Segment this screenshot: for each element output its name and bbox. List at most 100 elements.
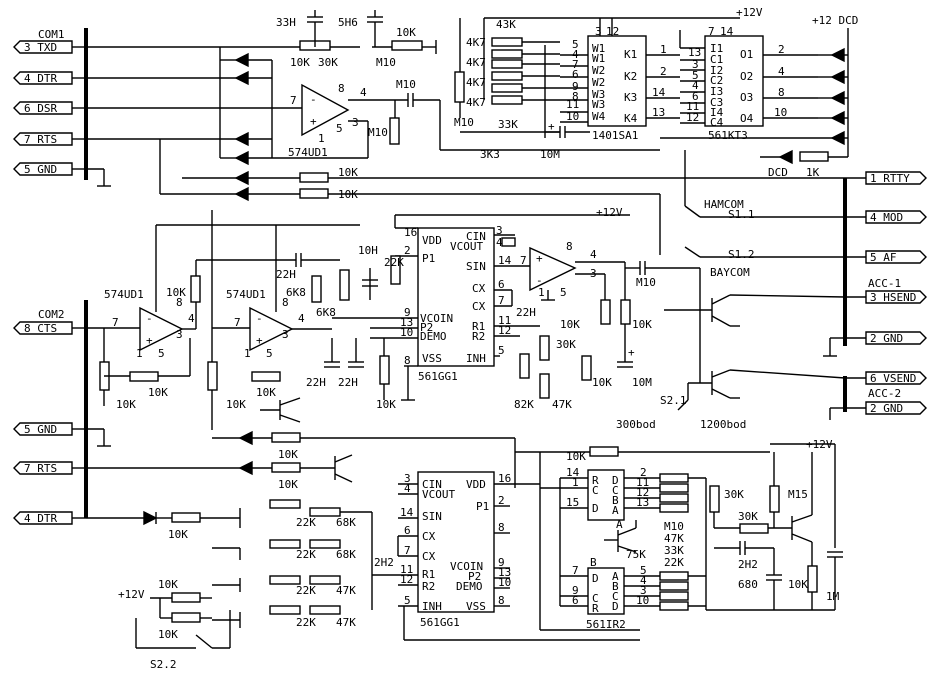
com1-connectors: COM1 3 TXD 4 DTR 6 DSR 7 RTS 5 GND <box>13 28 86 176</box>
svg-text:47K: 47K <box>552 398 572 411</box>
svg-text:+: + <box>256 334 263 347</box>
acc1-label: ACC-1 <box>868 277 901 290</box>
svg-text:VDD: VDD <box>422 234 442 247</box>
clock-osc: 75K 30K 30K M15 2H2 680 10K 1M <box>604 444 843 611</box>
svg-text:W1: W1 <box>592 52 605 65</box>
gnd3-label: 2 GND <box>870 332 903 345</box>
svg-text:VCOUT: VCOUT <box>450 240 483 253</box>
dtr-label: 4 DTR <box>24 72 57 85</box>
ptt-transistors <box>664 268 846 420</box>
gg1-top-label: 561GG1 <box>418 370 458 383</box>
svg-text:10K: 10K <box>290 56 310 69</box>
svg-text:VSS: VSS <box>422 352 442 365</box>
svg-text:5: 5 <box>404 594 411 607</box>
svg-text:B: B <box>612 494 619 507</box>
rts-label: 7 RTS <box>24 133 57 146</box>
svg-text:2: 2 <box>498 494 505 507</box>
svg-text:4: 4 <box>496 236 503 249</box>
svg-text:C: C <box>592 484 599 497</box>
svg-text:5: 5 <box>560 286 567 299</box>
resistor-ladder: 43K 4K7 4K7 4K7 4K7 M10 33K + 3K3 10M <box>439 17 740 161</box>
svg-text:VSS: VSS <box>466 600 486 613</box>
svg-text:4: 4 <box>640 574 647 587</box>
svg-text:W4: W4 <box>592 110 606 123</box>
svg-text:K3: K3 <box>624 91 637 104</box>
mod-label: 4 MOD <box>870 211 903 224</box>
svg-text:C: C <box>612 484 619 497</box>
svg-text:VCOUT: VCOUT <box>422 488 455 501</box>
status-leds: +12 DCD DCD 1K <box>660 14 858 179</box>
svg-text:R1: R1 <box>422 568 435 581</box>
svg-text:-: - <box>146 312 153 325</box>
svg-text:10: 10 <box>636 594 649 607</box>
b300-label: 300bod <box>616 418 656 431</box>
svg-text:1: 1 <box>660 43 667 56</box>
svg-text:8: 8 <box>572 90 579 103</box>
gnd2-label: 5 GND <box>24 423 57 436</box>
svg-text:DEMO: DEMO <box>456 580 483 593</box>
svg-text:4K7: 4K7 <box>466 76 486 89</box>
svg-text:30K: 30K <box>318 56 338 69</box>
svg-text:C4: C4 <box>710 116 724 129</box>
svg-text:30K: 30K <box>556 338 576 351</box>
svg-text:6: 6 <box>498 278 505 291</box>
svg-text:DEMO: DEMO <box>420 330 447 343</box>
svg-text:5: 5 <box>498 344 505 357</box>
svg-text:68K: 68K <box>336 516 356 529</box>
svg-text:W3: W3 <box>592 88 605 101</box>
svg-text:33K: 33K <box>664 544 684 557</box>
svg-text:5: 5 <box>572 38 579 51</box>
svg-text:I1: I1 <box>710 42 723 55</box>
svg-text:K2: K2 <box>624 70 637 83</box>
svg-text:1: 1 <box>538 286 545 299</box>
svg-text:R2: R2 <box>472 330 485 343</box>
svg-text:2H2: 2H2 <box>374 556 394 569</box>
svg-text:7: 7 <box>572 58 579 71</box>
svg-text:M10: M10 <box>454 116 474 129</box>
svg-text:3: 3 <box>640 584 647 597</box>
svg-text:5: 5 <box>158 347 165 360</box>
svg-text:C2: C2 <box>710 74 723 87</box>
svg-text:7: 7 <box>404 544 411 557</box>
svg-text:3: 3 <box>352 116 359 129</box>
svg-text:8: 8 <box>566 240 573 253</box>
svg-text:8: 8 <box>404 354 411 367</box>
svg-text:D: D <box>592 502 599 515</box>
svg-text:C3: C3 <box>710 96 723 109</box>
svg-text:16: 16 <box>404 226 417 239</box>
svg-text:INH: INH <box>422 600 442 613</box>
svg-text:14: 14 <box>498 254 512 267</box>
svg-text:10K: 10K <box>560 318 580 331</box>
svg-text:1: 1 <box>136 347 143 360</box>
svg-text:O1: O1 <box>740 48 753 61</box>
svg-text:2: 2 <box>640 466 647 479</box>
svg-text:13: 13 <box>688 46 701 59</box>
chip-561gg1-bottom: CIN VCOUT VDD P1 SIN CX CX R1 R2 VCOIN P… <box>374 471 640 641</box>
svg-text:4: 4 <box>360 86 367 99</box>
b1200-label: 1200bod <box>700 418 746 431</box>
svg-text:M10: M10 <box>664 520 684 533</box>
svg-text:13: 13 <box>498 566 511 579</box>
svg-text:22K: 22K <box>296 516 316 529</box>
svg-text:D: D <box>612 600 619 613</box>
svg-text:9: 9 <box>498 556 505 569</box>
svg-text:1: 1 <box>318 132 325 145</box>
svg-text:+: + <box>536 252 543 265</box>
svg-text:8: 8 <box>498 521 505 534</box>
svg-text:R: R <box>592 602 599 615</box>
svg-text:15: 15 <box>566 496 579 509</box>
svg-text:14: 14 <box>566 466 580 479</box>
u3-label: 574UD1 <box>226 288 266 301</box>
svg-text:C1: C1 <box>710 53 723 66</box>
gg1-bottom-label: 561GG1 <box>420 616 460 629</box>
svg-text:680: 680 <box>738 578 758 591</box>
svg-text:DCD: DCD <box>768 166 788 179</box>
svg-text:+12 DCD: +12 DCD <box>812 14 858 27</box>
svg-text:33K: 33K <box>498 118 518 131</box>
chip-1401sa1: W1 W1 W2 W2 W3 W3 W4 K1 K2 K3 K4 1401SA1… <box>544 18 680 142</box>
svg-text:10K: 10K <box>788 578 808 591</box>
acc2-label: ACC-2 <box>868 387 901 400</box>
svg-text:10: 10 <box>774 106 787 119</box>
svg-text:1M: 1M <box>826 590 840 603</box>
